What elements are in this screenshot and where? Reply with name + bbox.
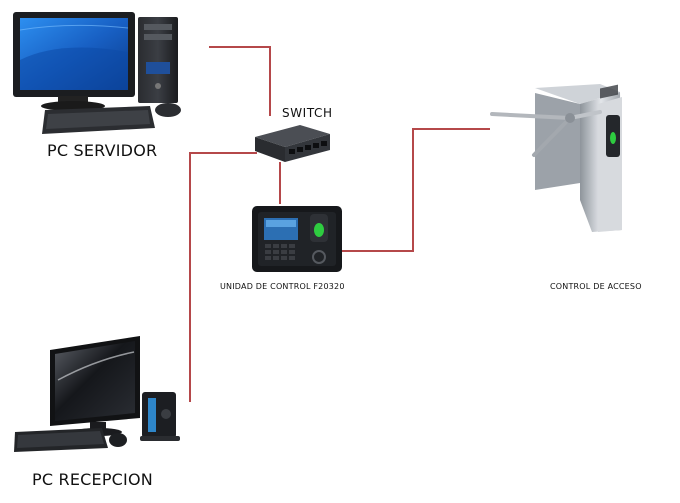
control-acceso-icon — [490, 84, 622, 232]
unidad-control-icon — [252, 206, 342, 272]
cable-unidad-acceso — [342, 128, 490, 252]
pc-servidor-icon — [13, 12, 181, 134]
label-control-acceso: CONTROL DE ACCESO — [550, 282, 642, 291]
cable-recepcion-switch — [189, 152, 257, 402]
label-pc-servidor: PC SERVIDOR — [47, 141, 158, 160]
cable-servidor-switch — [209, 46, 271, 116]
label-pc-recepcion: PC RECEPCION — [32, 470, 153, 489]
cables — [189, 46, 490, 402]
label-unidad-control: UNIDAD DE CONTROL F20320 — [220, 282, 345, 291]
switch-icon — [255, 125, 330, 162]
pc-recepcion-icon — [14, 336, 180, 452]
label-switch: SWITCH — [282, 106, 333, 120]
